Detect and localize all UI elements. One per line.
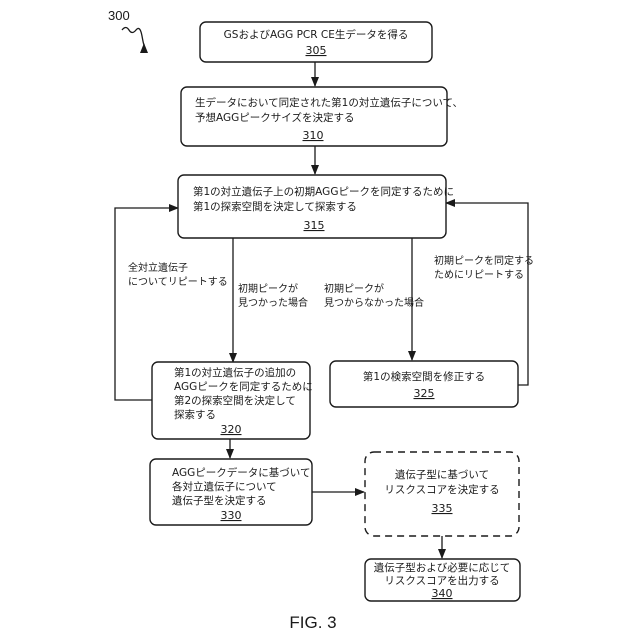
box-340-number: 340 (432, 587, 453, 600)
process-box-325: 第1の検索空間を修正する 325 (330, 361, 518, 407)
process-box-310: 生データにおいて同定された第1の対立遺伝子について、 予想AGGピークサイズを決… (181, 87, 463, 146)
box-340-text-line-2: リスクスコアを出力する (384, 574, 499, 587)
figure-caption: FIG. 3 (289, 613, 336, 632)
figure-ref-squiggle-arrow (122, 28, 144, 45)
box-330-number: 330 (221, 509, 242, 522)
box-340-text-line-1: 遺伝子型および必要に応じて (374, 561, 511, 574)
box-320-number: 320 (221, 423, 242, 436)
edge-label-repeat-all-alleles: 全対立遺伝子 についてリピートする (128, 261, 228, 288)
edge-label-found: 初期ピークが 見つかった場合 (238, 282, 308, 309)
box-335-number: 335 (432, 502, 453, 515)
edge-label-repeat-initial-line-2: ためにリピートする (434, 269, 524, 281)
box-310-text-line-2: 予想AGGピークサイズを決定する (195, 111, 354, 124)
box-325-number: 325 (414, 387, 435, 400)
box-320-text-line-4: 探索する (174, 408, 216, 421)
box-310-number: 310 (303, 129, 324, 142)
box-315-text-line-1: 第1の対立遺伝子上の初期AGGピークを同定するために (193, 185, 454, 198)
box-320-text-line-1: 第1の対立遺伝子の追加の (174, 366, 296, 379)
box-315-text-line-2: 第1の探索空間を決定して探索する (193, 200, 357, 213)
process-box-335-optional: 遺伝子型に基づいて リスクスコアを決定する 335 (365, 452, 519, 536)
box-320-text-line-3: 第2の探索空間を決定して (174, 394, 296, 407)
process-box-315: 第1の対立遺伝子上の初期AGGピークを同定するために 第1の探索空間を決定して探… (178, 175, 454, 238)
edge-label-found-line-1: 初期ピークが (238, 282, 298, 295)
box-330-text-line-2: 各対立遺伝子について (172, 480, 277, 493)
box-325-text: 第1の検索空間を修正する (363, 370, 485, 383)
box-330-text-line-1: AGGピークデータに基づいて (172, 466, 310, 479)
process-box-330: AGGピークデータに基づいて 各対立遺伝子について 遺伝子型を決定する 330 (150, 459, 312, 525)
edge-label-not-found: 初期ピークが 見つからなかった場合 (324, 282, 424, 309)
box-305-text: GSおよびAGG PCR CE生データを得る (224, 28, 409, 41)
edge-label-repeat-all-line-2: についてリピートする (128, 276, 228, 288)
box-320-text-line-2: AGGピークを同定するために (174, 380, 313, 393)
edge-label-found-line-2: 見つかった場合 (238, 296, 308, 309)
box-310-text-line-1: 生データにおいて同定された第1の対立遺伝子について、 (195, 96, 463, 109)
process-box-305: GSおよびAGG PCR CE生データを得る 305 (200, 22, 432, 62)
figure-ref-number: 300 (108, 8, 130, 23)
box-330-text-line-3: 遺伝子型を決定する (172, 494, 267, 507)
box-335-text-line-1: 遺伝子型に基づいて (395, 468, 489, 481)
edge-label-repeat-all-line-1: 全対立遺伝子 (128, 261, 188, 274)
edge-label-repeat-initial-peak: 初期ピークを同定する ためにリピートする (434, 254, 534, 281)
edge-label-not-found-line-1: 初期ピークが (324, 282, 384, 295)
process-box-340: 遺伝子型および必要に応じて リスクスコアを出力する 340 (365, 559, 520, 601)
edge-label-repeat-initial-line-1: 初期ピークを同定する (434, 254, 534, 267)
edge-label-not-found-line-2: 見つからなかった場合 (324, 296, 424, 309)
process-box-320: 第1の対立遺伝子の追加の AGGピークを同定するために 第2の探索空間を決定して… (152, 362, 313, 439)
box-335-text-line-2: リスクスコアを決定する (384, 483, 499, 496)
box-315-number: 315 (304, 219, 325, 232)
box-305-number: 305 (306, 44, 327, 57)
arrow-325-to-315-repeat (446, 203, 528, 385)
